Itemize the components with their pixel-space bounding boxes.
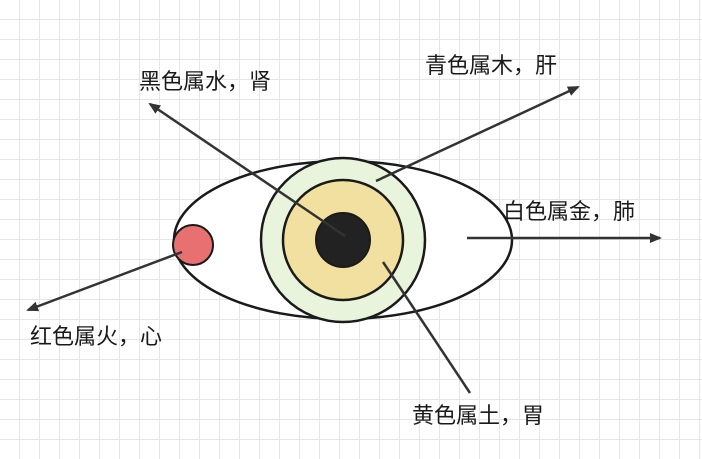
arrow-red bbox=[26, 250, 183, 312]
red-dot bbox=[172, 224, 214, 266]
label-cyan-wood-liver: 青色属木，肝 bbox=[425, 54, 558, 79]
label-black-water-kidney: 黑色属水，肾 bbox=[139, 70, 272, 95]
arrow-black bbox=[148, 102, 346, 238]
arrow-yellow bbox=[381, 261, 472, 394]
arrow-cyan bbox=[375, 85, 580, 183]
label-red-fire-heart: 红色属火，心 bbox=[30, 325, 163, 350]
label-yellow-earth-stomach: 黄色属土，胃 bbox=[412, 404, 545, 429]
label-white-metal-lung: 白色属金，肺 bbox=[503, 200, 636, 225]
